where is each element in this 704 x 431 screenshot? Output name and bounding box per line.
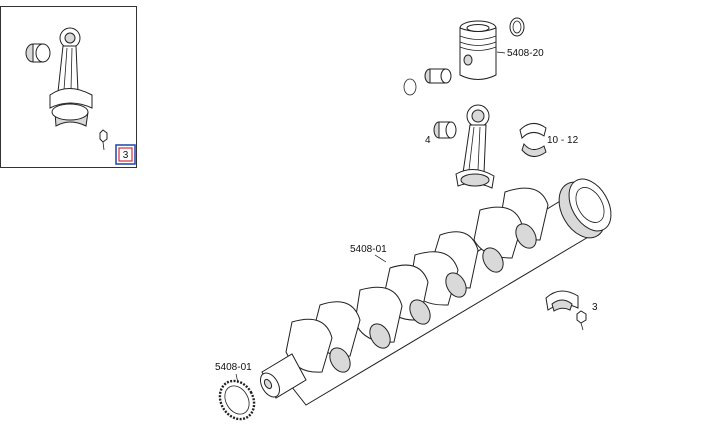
crankshaft-gear[interactable] <box>213 375 261 426</box>
leader-crankshaft-gear <box>235 373 239 384</box>
crankshaft-flange <box>558 178 612 239</box>
selection-marker-frame <box>115 144 136 165</box>
crankshaft-snout <box>260 353 307 399</box>
selection-marker-box <box>118 147 133 162</box>
piston[interactable] <box>459 20 497 80</box>
callout-crankshaft-gear: 5408-01 <box>215 362 252 373</box>
inset-panel: 3 <box>0 6 137 168</box>
bearing-shells[interactable] <box>519 123 547 157</box>
callout-crankshaft: 5408-01 <box>350 244 387 255</box>
piston-ring[interactable] <box>509 17 525 37</box>
selection-marker[interactable]: 3 <box>115 144 136 165</box>
connecting-rod[interactable] <box>455 104 495 189</box>
callout-bolt: 3 <box>592 302 598 313</box>
rod-cap[interactable] <box>545 290 579 312</box>
inset-connecting-rod[interactable] <box>49 27 93 127</box>
pin-circlip[interactable] <box>403 78 417 96</box>
leader-crankshaft <box>374 254 387 263</box>
leader-piston-group <box>496 51 506 54</box>
cap-bolt[interactable] <box>576 310 587 331</box>
inset-bolt[interactable] <box>99 129 108 151</box>
crank-webs <box>285 187 549 373</box>
piston-pin[interactable] <box>424 68 452 84</box>
crankshaft[interactable] <box>257 172 620 406</box>
callout-piston-pin: 4 <box>425 135 431 146</box>
callout-piston-group: 5408-20 <box>507 48 544 59</box>
inset-bushing[interactable] <box>25 43 51 63</box>
crank-journals <box>329 223 537 373</box>
small-end-bushing[interactable] <box>433 121 457 139</box>
selection-marker-label: 3 <box>123 150 129 161</box>
callout-bearing-shells: 10 - 12 <box>547 135 579 146</box>
